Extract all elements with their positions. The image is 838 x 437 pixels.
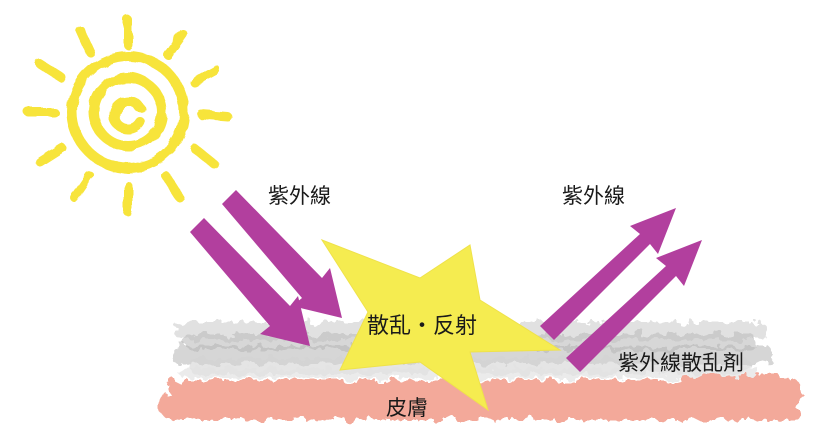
incoming-uv-arrow-2 xyxy=(190,218,310,346)
reflected-uv-arrows xyxy=(540,208,702,372)
reflected-uv-arrow-1 xyxy=(540,208,676,340)
uv-reflected-label: 紫外線 xyxy=(562,184,625,208)
uv-incoming-label: 紫外線 xyxy=(268,184,331,208)
star-burst-icon xyxy=(320,238,562,412)
reflected-uv-arrow-2 xyxy=(566,240,702,372)
incoming-uv-arrows xyxy=(190,190,342,346)
incoming-uv-arrow-1 xyxy=(222,190,342,318)
skin-label: 皮膚 xyxy=(386,396,428,420)
scatter-reflect-label: 散乱・反射 xyxy=(367,314,478,339)
sun-icon xyxy=(23,15,233,217)
uv-scatterer-label: 紫外線散乱剤 xyxy=(618,351,744,375)
